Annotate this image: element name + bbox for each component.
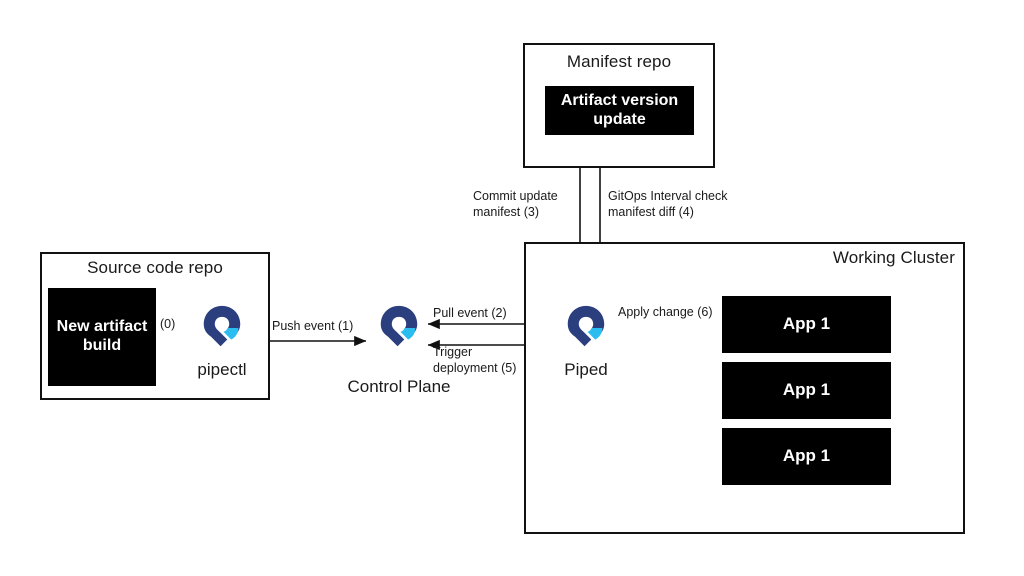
- group-title-working-cluster: Working Cluster: [832, 248, 955, 267]
- edge-label-trigger-deployment: Trigger deployment (5): [433, 345, 517, 375]
- caption-pipectl: pipectl: [197, 360, 247, 379]
- node-app-1-b-label: App 1: [782, 380, 831, 400]
- edge-label-step-0: (0): [160, 317, 176, 331]
- edge-label-gitops-interval-check: GitOps Interval check manifest diff (4): [608, 189, 728, 219]
- group-title-manifest-repo: Manifest repo: [566, 52, 672, 71]
- node-artifact-version-update: Artifact version update: [545, 86, 694, 135]
- node-app-1-b: App 1: [722, 362, 891, 419]
- pipecd-logo-icon: [567, 305, 605, 347]
- node-app-1-c: App 1: [722, 428, 891, 485]
- node-app-1-c-label: App 1: [782, 446, 831, 466]
- edge-label-commit-update-manifest: Commit update manifest (3): [473, 189, 558, 219]
- caption-control-plane: Control Plane: [347, 377, 451, 396]
- group-title-source-code-repo: Source code repo: [87, 258, 223, 277]
- edge-label-apply-change: Apply change (6): [618, 305, 713, 319]
- logo-piped: [562, 303, 610, 351]
- node-new-artifact-build-label: New artifact build: [56, 318, 148, 354]
- node-artifact-version-update-label: Artifact version update: [560, 91, 679, 128]
- node-app-1-a: App 1: [722, 296, 891, 353]
- logo-pipectl: [198, 303, 246, 351]
- node-app-1-a-label: App 1: [782, 314, 831, 334]
- edge-label-push-event: Push event (1): [272, 319, 354, 333]
- pipecd-logo-icon: [203, 305, 241, 347]
- node-new-artifact-build: New artifact build: [48, 288, 156, 386]
- logo-control-plane: [375, 303, 423, 351]
- edge-label-pull-event: Pull event (2): [433, 306, 507, 320]
- caption-piped: Piped: [564, 360, 608, 379]
- pipecd-logo-icon: [380, 305, 418, 347]
